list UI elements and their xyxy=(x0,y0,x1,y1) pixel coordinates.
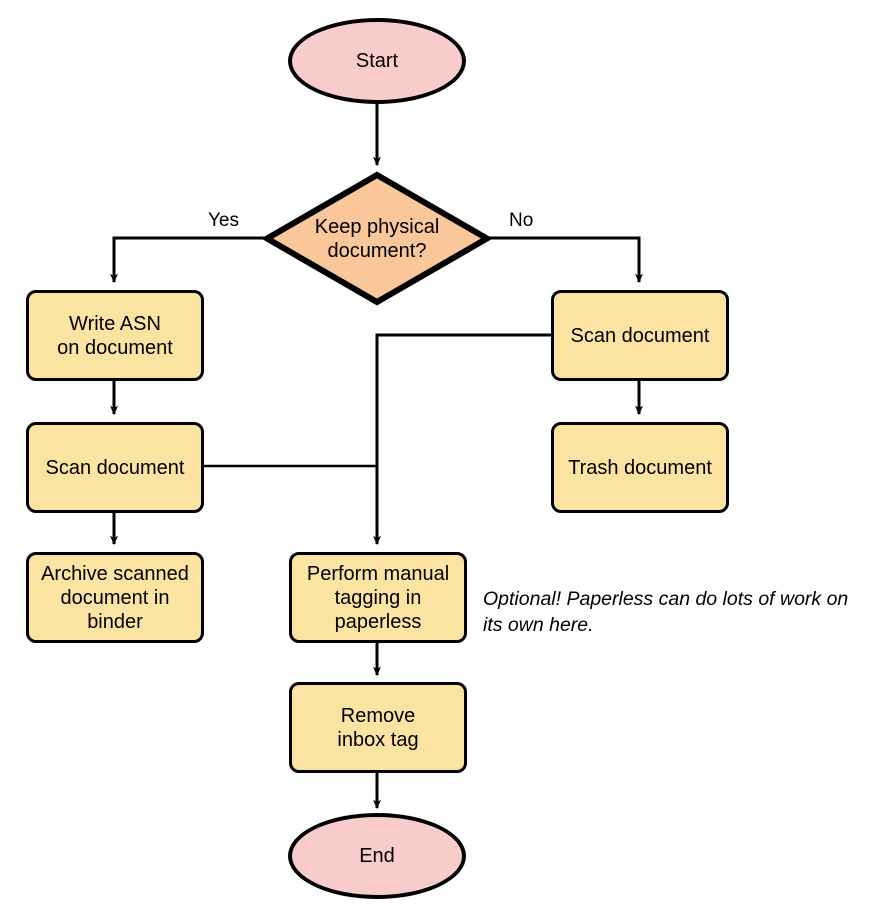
node-write-asn-label: Write ASN on document xyxy=(57,312,173,359)
edge-label-no: No xyxy=(509,210,534,231)
optional-note: Optional! Paperless can do lots of work … xyxy=(483,588,849,636)
edge-decision-yes-to-write-asn xyxy=(110,236,265,284)
node-scan-document-left[interactable]: Scan document xyxy=(26,422,204,513)
node-remove-inbox-tag-label: Remove inbox tag xyxy=(337,704,419,751)
node-scan-document-left-label: Scan document xyxy=(45,456,185,479)
node-trash-document-label: Trash document xyxy=(568,456,712,479)
node-scan-document-right-label: Scan document xyxy=(570,324,710,347)
node-start[interactable]: Start xyxy=(288,18,466,104)
edge-scan-right-to-manual-tagging xyxy=(373,333,551,546)
node-write-asn[interactable]: Write ASN on document xyxy=(26,290,204,381)
edge-label-yes: Yes xyxy=(208,210,239,231)
node-archive-in-binder[interactable]: Archive scanned document in binder xyxy=(26,552,204,643)
node-end[interactable]: End xyxy=(288,813,466,899)
node-remove-inbox-tag[interactable]: Remove inbox tag xyxy=(289,682,467,773)
node-perform-manual-tagging-label: Perform manual tagging in paperless xyxy=(306,562,450,633)
node-start-label: Start xyxy=(355,50,399,72)
node-perform-manual-tagging[interactable]: Perform manual tagging in paperless xyxy=(289,552,467,643)
node-archive-in-binder-label: Archive scanned document in binder xyxy=(41,562,189,633)
node-scan-document-right[interactable]: Scan document xyxy=(551,290,729,381)
node-end-label: End xyxy=(359,845,395,867)
edge-decision-no-to-scan-right xyxy=(489,236,643,284)
node-trash-document[interactable]: Trash document xyxy=(551,422,729,513)
